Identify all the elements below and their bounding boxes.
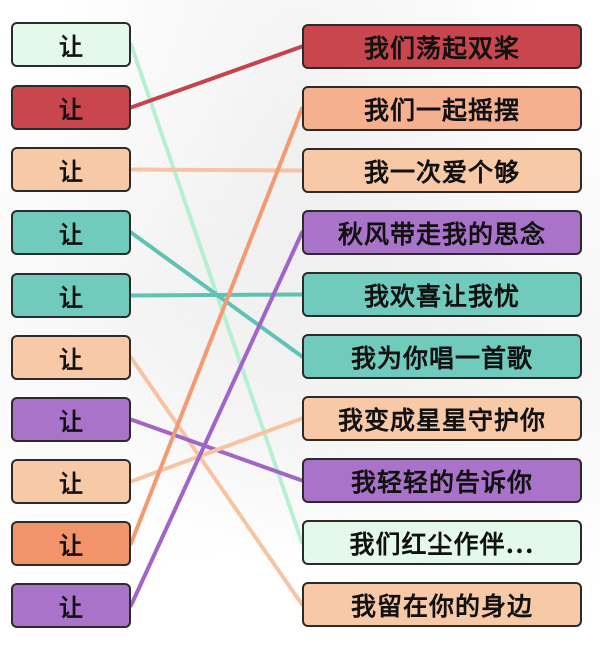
left-tile-3[interactable]: 让 xyxy=(11,147,131,192)
left-tile-10[interactable]: 让 xyxy=(11,583,131,628)
right-tile-3[interactable]: 我一次爱个够 xyxy=(302,148,582,193)
left-tile-9[interactable]: 让 xyxy=(11,521,131,566)
left-tile-6[interactable]: 让 xyxy=(11,335,131,380)
right-tile-1[interactable]: 我们荡起双桨 xyxy=(302,24,582,69)
right-tile-5[interactable]: 我欢喜让我忧 xyxy=(302,272,582,317)
right-tile-9[interactable]: 我们红尘作伴... xyxy=(302,520,582,565)
left-tile-4[interactable]: 让 xyxy=(11,210,131,255)
right-tile-10[interactable]: 我留在你的身边 xyxy=(302,582,582,627)
left-tile-5[interactable]: 让 xyxy=(11,273,131,318)
right-tile-8[interactable]: 我轻轻的告诉你 xyxy=(302,458,582,503)
left-tile-2[interactable]: 让 xyxy=(11,85,131,130)
right-tile-6[interactable]: 我为你唱一首歌 xyxy=(302,334,582,379)
left-tile-7[interactable]: 让 xyxy=(11,397,131,442)
left-tile-1[interactable]: 让 xyxy=(11,22,131,67)
right-tile-2[interactable]: 我们一起摇摆 xyxy=(302,86,582,131)
right-tile-4[interactable]: 秋风带走我的思念 xyxy=(302,210,582,255)
left-tile-8[interactable]: 让 xyxy=(11,459,131,504)
right-tile-7[interactable]: 我变成星星守护你 xyxy=(302,396,582,441)
